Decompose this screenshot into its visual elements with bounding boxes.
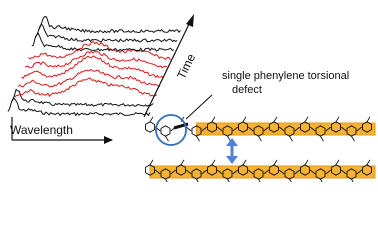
spectrum-trace <box>31 32 175 52</box>
spectrum-trace <box>28 40 171 61</box>
spectrum-trace <box>21 55 164 80</box>
figure-canvas: Wavelength Time single phenylene torsion… <box>7 14 376 182</box>
phenylene-ring <box>269 121 279 133</box>
phenylene-ring <box>176 164 186 176</box>
defect-circle-icon <box>155 114 187 146</box>
time-arrowhead-icon <box>186 14 194 27</box>
spectrum-trace <box>17 68 161 88</box>
phenylene-ring <box>207 121 217 133</box>
phenylene-ring <box>300 121 310 133</box>
phenylene-ring <box>300 164 310 176</box>
spectrum-trace <box>38 15 181 34</box>
spectrum-trace <box>7 97 151 117</box>
wavelength-label: Wavelength <box>10 123 73 137</box>
spectrum-trace <box>24 50 168 69</box>
wavelength-axis <box>11 117 113 144</box>
swap-arrow-icon <box>226 138 238 164</box>
annotation-line-2: defect <box>232 84 262 96</box>
polymer-chain-planar <box>145 159 376 182</box>
phenylene-ring <box>331 164 341 176</box>
phenylene-ring <box>269 164 279 176</box>
spectrum-trace <box>34 23 178 43</box>
phenylene-ring <box>238 164 248 176</box>
phenylene-ring <box>238 121 248 133</box>
phenylene-ring <box>145 121 155 133</box>
spectrum-trace <box>14 77 158 98</box>
conjugation-highlight <box>196 122 376 136</box>
annotation-line-1: single phenylene torsional <box>222 70 349 82</box>
phenylene-ring <box>331 121 341 133</box>
polymer-chain-defect <box>145 116 376 142</box>
figure: Wavelength Time single phenylene torsion… <box>7 14 376 182</box>
spectra-stack <box>7 15 181 117</box>
time-label: Time <box>174 51 198 81</box>
phenylene-ring <box>207 164 217 176</box>
spectrum-trace <box>10 88 154 107</box>
wavelength-arrowhead-icon <box>104 136 113 144</box>
phenylene-ring <box>362 121 372 133</box>
conjugation-highlight <box>149 165 376 179</box>
phenylene-ring <box>362 164 372 176</box>
phenylene-ring <box>145 164 155 176</box>
time-axis <box>143 14 194 118</box>
annotation-leader-line <box>185 94 213 120</box>
phenylene-ring <box>160 125 171 137</box>
